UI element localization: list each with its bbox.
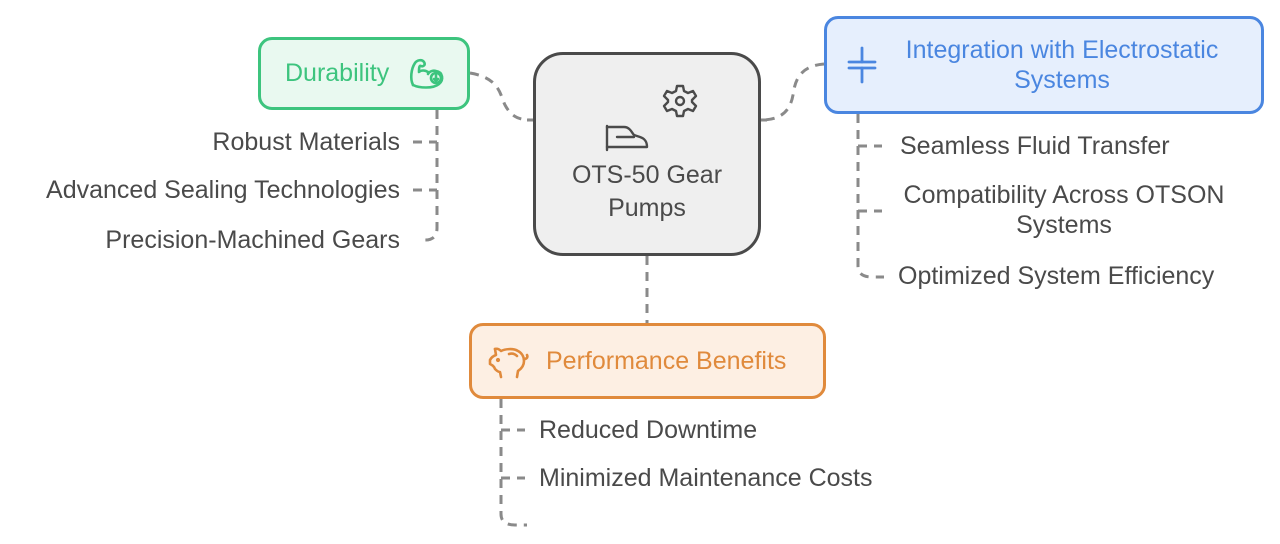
central-title: OTS-50 Gear Pumps — [557, 159, 737, 225]
gear-icon — [662, 83, 698, 119]
branch-title-durability: Durability — [285, 59, 390, 87]
connector-integration-trunk — [856, 114, 884, 279]
branch-title-performance: Performance Benefits — [546, 346, 787, 375]
branch-node-integration[interactable]: Integration with Electrostatic Systems — [824, 16, 1264, 114]
central-title-text: OTS-50 Gear Pumps — [571, 161, 723, 222]
leaf-durability-1: Robust Materials — [212, 128, 400, 156]
branch-node-durability[interactable]: Durability — [258, 37, 470, 110]
central-node[interactable]: OTS-50 Gear Pumps — [533, 52, 761, 256]
central-icons — [592, 83, 702, 155]
connector-performance-trunk — [499, 399, 527, 527]
piggy-bank-icon — [486, 341, 530, 381]
iron-icon — [604, 123, 650, 153]
connector-integration-center — [760, 62, 825, 122]
leaf-performance-2: Minimized Maintenance Costs — [539, 464, 873, 492]
connector-durability-center — [469, 71, 534, 122]
branch-title-integration: Integration with Electrostatic Systems — [905, 36, 1219, 94]
capacitor-icon — [845, 45, 879, 85]
leaf-durability-3: Precision-Machined Gears — [105, 226, 400, 254]
leaf-integration-2-text: Compatibility Across OTSON Systems — [903, 181, 1225, 239]
connector-durability-trunk — [424, 110, 439, 242]
leaf-integration-3: Optimized System Efficiency — [898, 262, 1215, 290]
branch-node-performance[interactable]: Performance Benefits — [469, 323, 826, 399]
flexed-bicep-icon — [407, 57, 447, 91]
leaf-integration-2: Compatibility Across OTSON Systems — [888, 180, 1240, 240]
leaf-durability-2: Advanced Sealing Technologies — [46, 176, 400, 204]
leaf-integration-1: Seamless Fluid Transfer — [900, 132, 1170, 160]
leaf-performance-1: Reduced Downtime — [539, 416, 758, 444]
